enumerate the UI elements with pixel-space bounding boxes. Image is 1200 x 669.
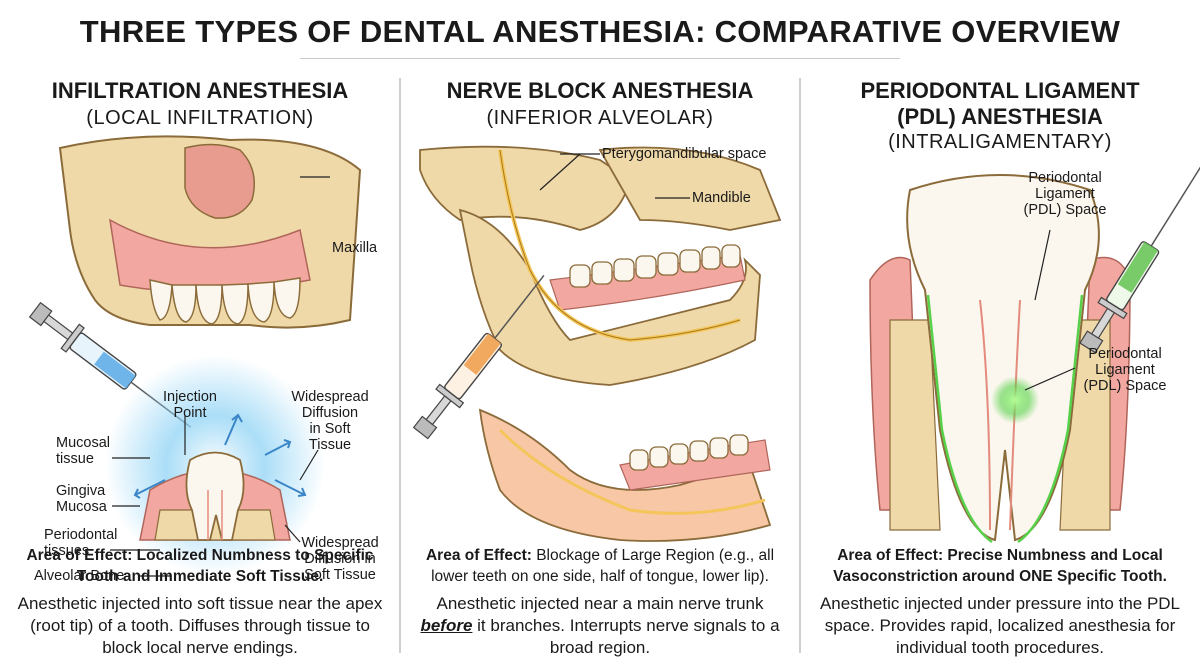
gingiva-mucosa-label: Gingiva Mucosa bbox=[56, 483, 107, 515]
mandible-label: Mandible bbox=[692, 190, 751, 206]
pdl-area-of-effect: Area of Effect: Precise Numbness and Loc… bbox=[833, 547, 1167, 585]
nerve-block-description: Anesthetic injected near a main nerve tr… bbox=[420, 594, 780, 657]
pdl-space-mid-label: Periodontal Ligament (PDL) Space bbox=[1083, 346, 1167, 394]
periodontal-tissues-label: Periodontal tissues bbox=[44, 527, 118, 559]
mucosal-tissue-label: Mucosal tissue bbox=[56, 435, 110, 467]
pdl-illustration bbox=[869, 160, 1200, 544]
widespread-diffusion-bottom-label: Widespread Diffusion in Soft Tissue bbox=[301, 535, 379, 583]
alveolar-bone-label: Alveolar Bone bbox=[34, 568, 125, 584]
pdl-description: Anesthetic injected under pressure into … bbox=[819, 594, 1181, 657]
mandible-illustration bbox=[458, 149, 761, 386]
title-divider bbox=[300, 58, 900, 59]
nerve-block-heading: NERVE BLOCK ANESTHESIA bbox=[446, 78, 754, 103]
maxilla-illustration bbox=[58, 135, 362, 329]
injection-point-label: Injection Point bbox=[162, 389, 217, 421]
infiltration-subheading: (LOCAL INFILTRATION) bbox=[86, 107, 314, 129]
nerve-block-subheading: (INFERIOR ALVEOLAR) bbox=[486, 107, 714, 129]
pdl-space-top-label: Periodontal Ligament (PDL) Space bbox=[1023, 170, 1107, 218]
nerve-block-area-of-effect: Area of Effect: Blockage of Large Region… bbox=[425, 547, 775, 585]
infiltration-description: Anesthetic injected into soft tissue nea… bbox=[17, 594, 383, 657]
panel-divider-left bbox=[399, 78, 401, 653]
pterygomandibular-space-label: Pterygomandibular space bbox=[602, 146, 767, 162]
maxilla-label: Maxilla bbox=[332, 240, 378, 256]
pdl-subheading: (INTRALIGAMENTARY) bbox=[888, 131, 1112, 153]
infiltration-area-of-effect: Area of Effect: Localized Numbness to Sp… bbox=[26, 547, 374, 585]
page-title: THREE TYPES OF DENTAL ANESTHESIA: COMPAR… bbox=[79, 14, 1121, 49]
pdl-panel: PERIODONTAL LIGAMENT (PDL) ANESTHESIA (I… bbox=[800, 70, 1200, 669]
infiltration-heading: INFILTRATION ANESTHESIA bbox=[51, 78, 349, 103]
panel-divider-right bbox=[799, 78, 801, 653]
infiltration-panel: INFILTRATION ANESTHESIA (LOCAL INFILTRAT… bbox=[0, 70, 400, 669]
orange-syringe-icon bbox=[412, 274, 545, 440]
green-syringe-icon bbox=[1079, 160, 1200, 354]
nerve-block-illustration bbox=[412, 145, 782, 542]
pdl-heading: PERIODONTAL LIGAMENT (PDL) ANESTHESIA bbox=[860, 78, 1140, 129]
infiltration-illustration bbox=[28, 135, 362, 577]
nerve-block-panel: NERVE BLOCK ANESTHESIA (INFERIOR ALVEOLA… bbox=[400, 70, 800, 669]
widespread-diffusion-top-label: Widespread Diffusion in Soft Tissue bbox=[291, 389, 369, 453]
